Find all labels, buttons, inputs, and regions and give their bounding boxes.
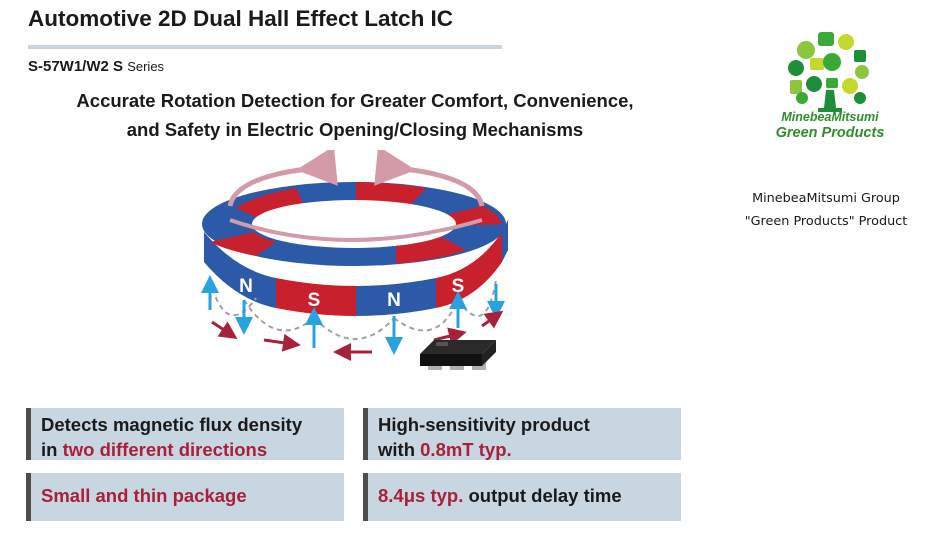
feature-2-accent: 0.8mT typ. (420, 439, 512, 460)
rotation-arrow-right-icon (374, 150, 485, 207)
logo-caption-line-1: MinebeaMitsumi Group (752, 191, 900, 206)
headline-line-1: Accurate Rotation Detection for Greater … (76, 90, 634, 111)
feature-1-line-1: Detects magnetic flux density (41, 414, 303, 435)
title-underline (28, 45, 502, 49)
feature-box-sensitivity: High-sensitivity product with 0.8mT typ. (363, 408, 681, 460)
pole-label-s2: S (452, 276, 465, 297)
ring-side (204, 220, 508, 316)
green-products-logo-icon (788, 32, 869, 112)
rotation-arrow-left-icon (227, 150, 338, 207)
feature-2-line-2: with 0.8mT typ. (378, 437, 671, 462)
rotation-arrow-front-icon (229, 218, 483, 242)
pole-label-n2: N (387, 290, 401, 311)
page-title: Automotive 2D Dual Hall Effect Latch IC (28, 6, 454, 31)
logo-caption: MinebeaMitsumi Group "Green Products" Pr… (726, 187, 926, 233)
feature-1-line-2: in two different directions (41, 437, 334, 462)
feature-1-in: in (41, 439, 63, 460)
logo-wordmark: MinebeaMitsumi Green Products (740, 109, 920, 141)
feature-4-rest: output delay time (463, 485, 622, 506)
headline: Accurate Rotation Detection for Greater … (28, 86, 682, 144)
tree-crown-icon (788, 32, 869, 104)
headline-line-2: and Safety in Electric Opening/Closing M… (126, 119, 584, 140)
feature-box-package: Small and thin package (26, 473, 344, 521)
field-arrows-icon (201, 275, 505, 355)
pole-label-n1: N (239, 276, 253, 297)
ic-package-icon (420, 340, 496, 370)
feature-4-accent: 8.4μs typ. (378, 485, 464, 506)
logo-brand: MinebeaMitsumi (781, 110, 879, 124)
tree-trunk-icon (818, 90, 842, 112)
feature-box-flux-directions: Detects magnetic flux density in two dif… (26, 408, 344, 460)
magnet-ring-illustration: N S N S (201, 150, 508, 370)
series-label: S-57W1/W2 S Series (28, 58, 164, 75)
logo-tagline: Green Products (775, 125, 885, 141)
feature-3-accent: Small and thin package (41, 485, 247, 506)
feature-box-delay: 8.4μs typ. output delay time (363, 473, 681, 521)
feature-2-line-1: High-sensitivity product (378, 414, 590, 435)
feature-2-with: with (378, 439, 421, 460)
direction-arrows-icon (211, 310, 504, 361)
series-word: Series (127, 59, 165, 74)
feature-1-accent: two different directions (62, 439, 268, 460)
logo-caption-line-2: "Green Products" Product (744, 214, 908, 229)
series-code: S-57W1/W2 S (28, 58, 124, 75)
pole-label-s1: S (308, 290, 321, 311)
